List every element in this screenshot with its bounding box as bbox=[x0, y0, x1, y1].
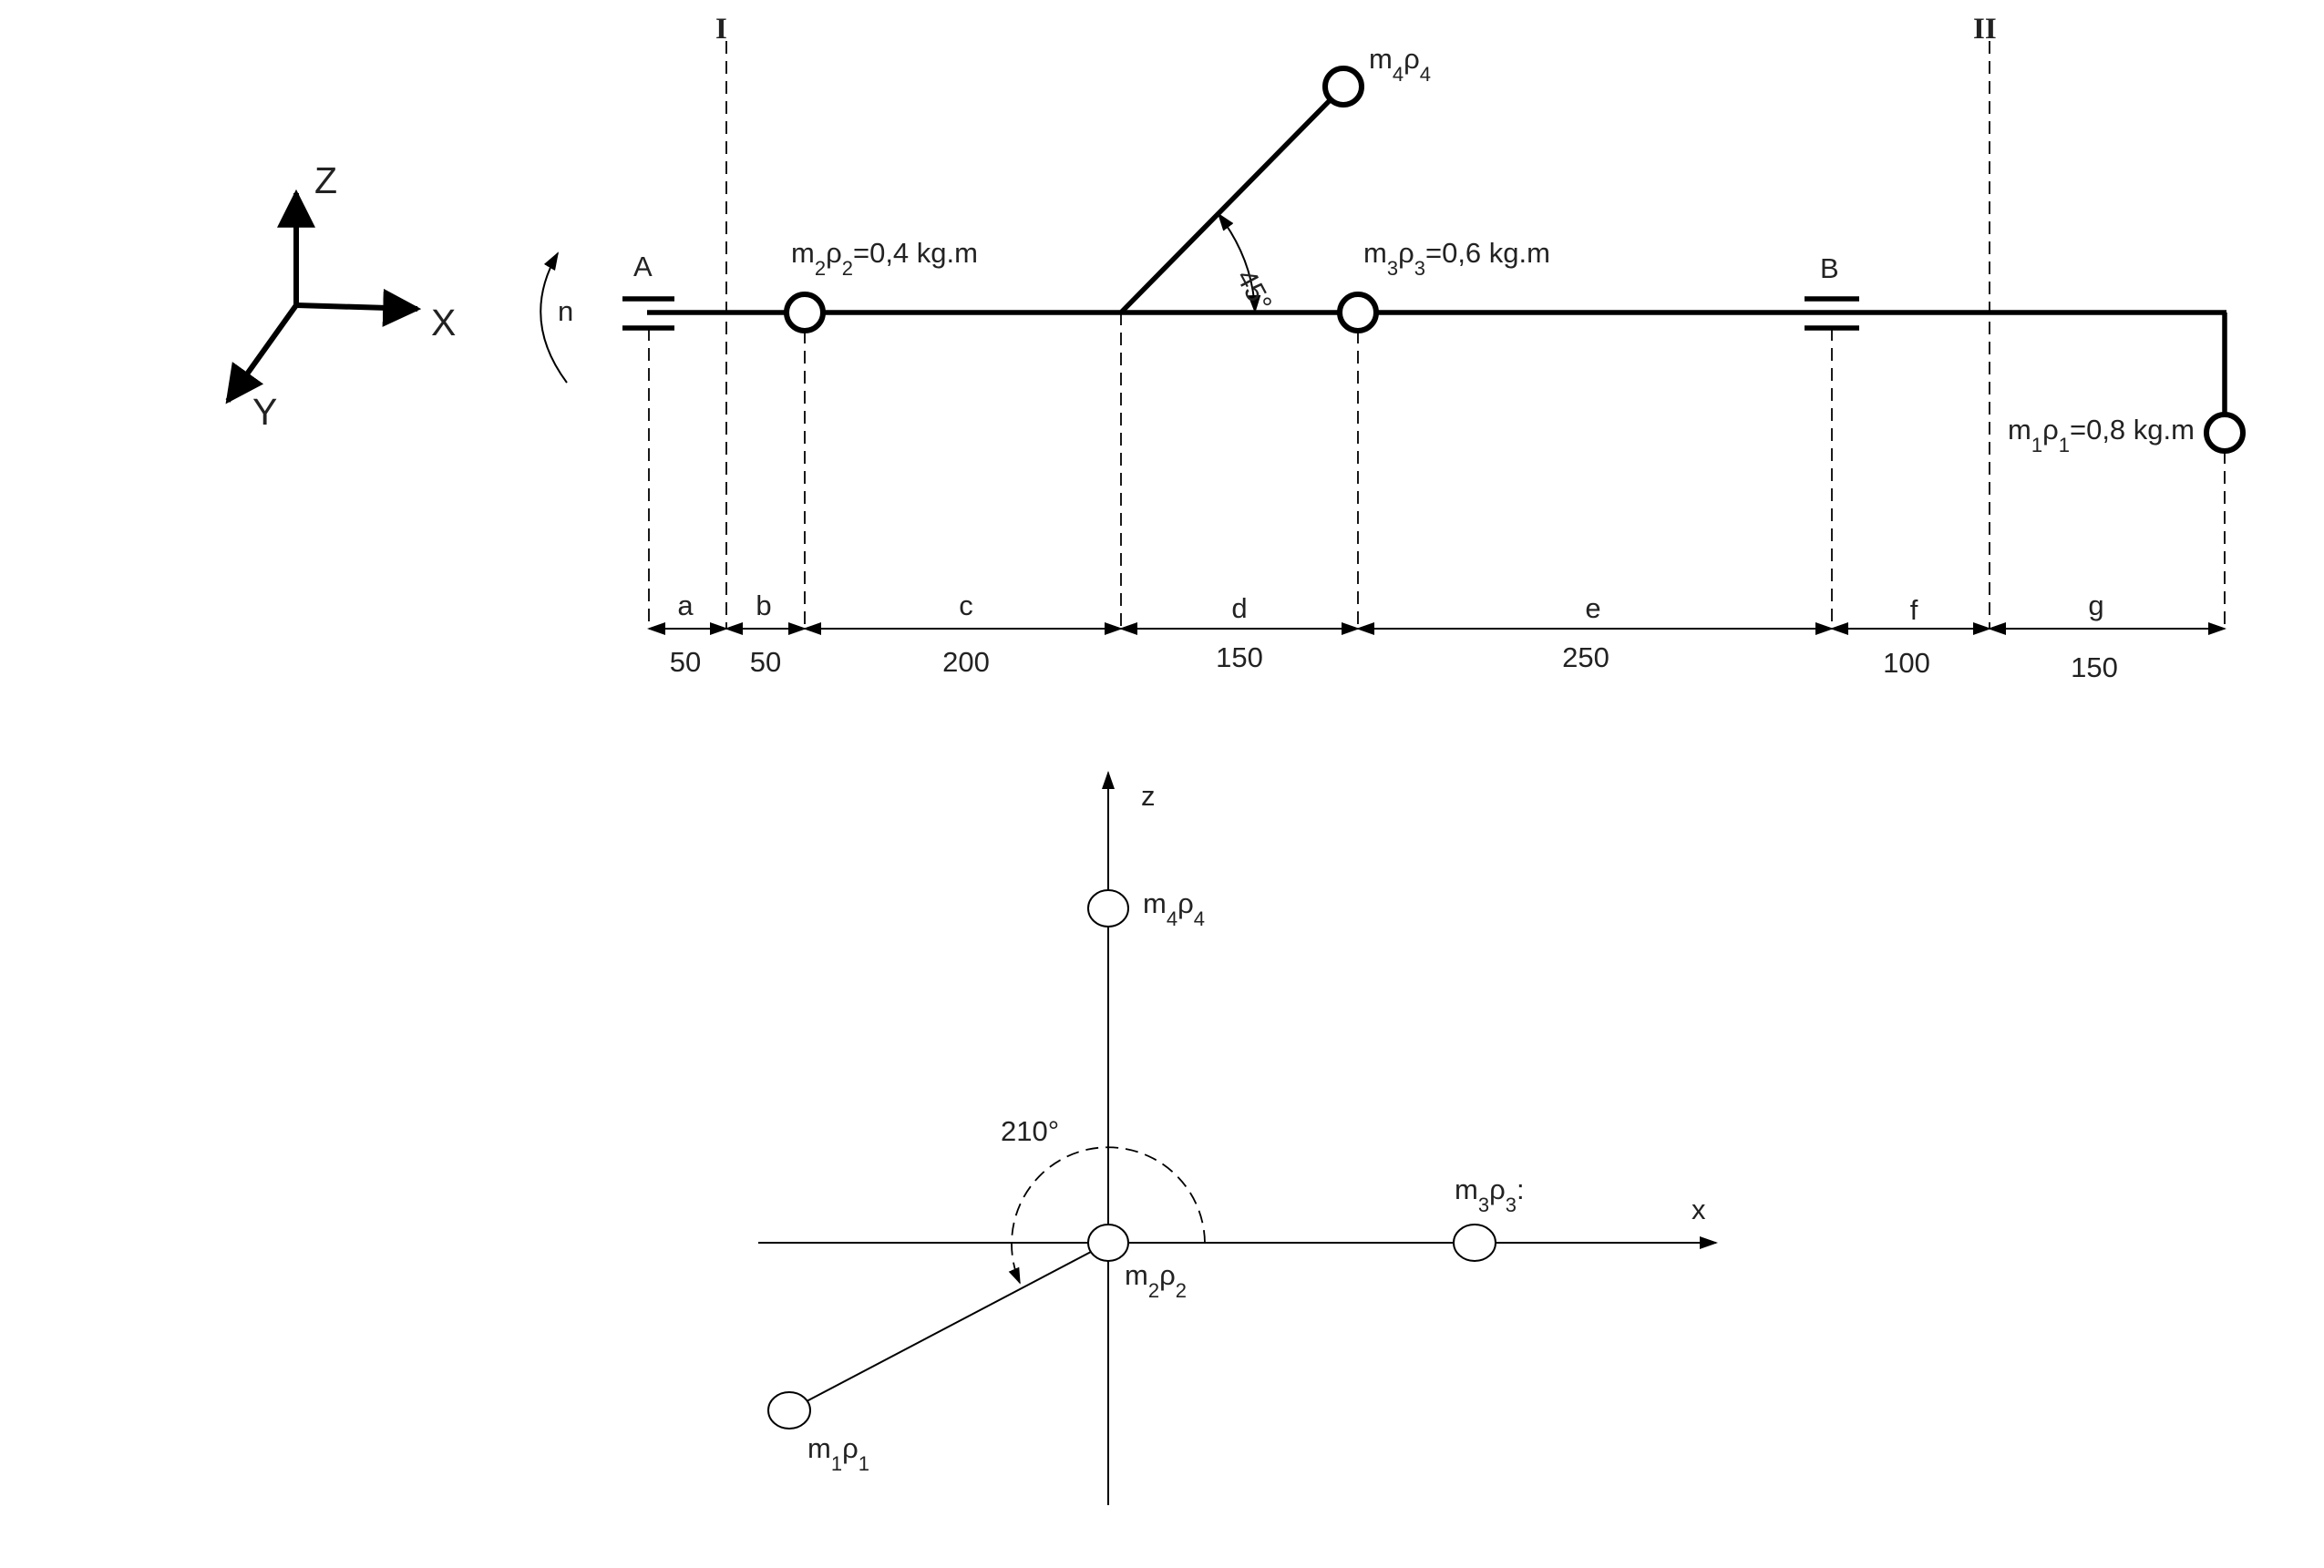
angle-45: 45° bbox=[1217, 212, 1279, 317]
angle-210-arc bbox=[1008, 1146, 1206, 1285]
bottom-mass-4 bbox=[1087, 889, 1129, 927]
bearing-B: B bbox=[1805, 252, 1859, 331]
bottom-mass-1 bbox=[767, 1391, 811, 1430]
plane-I: I bbox=[715, 13, 727, 629]
mass-3-label: m3ρ3=0,6 kg.m bbox=[1363, 237, 1550, 280]
shaft bbox=[647, 85, 2227, 415]
angular-position-diagram: z x 210° m4ρ4 m2ρ2 m3ρ3: m1ρ1 bbox=[758, 771, 1718, 1505]
bottom-mass-2 bbox=[1087, 1224, 1129, 1262]
bearing-B-label: B bbox=[1820, 252, 1839, 284]
angle-45-label: 45° bbox=[1230, 264, 1279, 317]
bottom-mass-3-label: m3ρ3: bbox=[1455, 1173, 1525, 1216]
angle-210-label: 210° bbox=[1001, 1115, 1059, 1147]
plane-I-label: I bbox=[715, 13, 727, 46]
plane-II: II bbox=[1973, 13, 1997, 629]
dim-a-letter: a bbox=[677, 589, 694, 621]
dim-d-letter: d bbox=[1231, 592, 1247, 624]
triad-x-label: X bbox=[431, 302, 456, 343]
angle-45-arc bbox=[1217, 212, 1261, 313]
dim-g-value: 150 bbox=[2071, 651, 2118, 683]
dim-c-letter: c bbox=[959, 589, 973, 621]
dim-e-letter: e bbox=[1585, 592, 1600, 624]
dim-b-value: 50 bbox=[750, 646, 781, 678]
mass-1-label: m1ρ1=0,8 kg.m bbox=[2008, 414, 2195, 456]
rotation-indicator: n bbox=[540, 251, 573, 384]
rotation-arrow-icon bbox=[540, 251, 568, 384]
mass-1: m1ρ1=0,8 kg.m bbox=[2008, 412, 2246, 456]
triad-z-label: Z bbox=[314, 159, 337, 201]
mass-2: m2ρ2=0,4 kg.m bbox=[784, 237, 978, 333]
triad-y-axis bbox=[225, 303, 299, 405]
dim-a-value: 50 bbox=[670, 646, 701, 678]
mass-3: m3ρ3=0,6 kg.m bbox=[1337, 237, 1550, 333]
bottom-z-label: z bbox=[1141, 780, 1156, 812]
mass-4-label: m4ρ4 bbox=[1369, 43, 1431, 86]
bottom-mass-2-label: m2ρ2 bbox=[1125, 1259, 1187, 1302]
mass-2-label: m2ρ2=0,4 kg.m bbox=[791, 237, 978, 280]
dimension-extension-lines bbox=[648, 313, 2226, 629]
bearing-A-label: A bbox=[633, 251, 653, 282]
dim-e-value: 250 bbox=[1562, 641, 1609, 673]
bottom-x-label: x bbox=[1692, 1194, 1706, 1225]
bearing-A: A bbox=[622, 251, 674, 331]
mass-4: m4ρ4 bbox=[1322, 43, 1431, 108]
plane-II-label: II bbox=[1973, 13, 1997, 46]
dim-c-value: 200 bbox=[942, 646, 990, 678]
dim-f-value: 100 bbox=[1883, 647, 1930, 679]
triad-x-axis bbox=[295, 288, 422, 327]
coordinate-triad: Z X Y bbox=[225, 159, 456, 433]
bottom-mass-4-label: m4ρ4 bbox=[1143, 887, 1205, 930]
rotation-label: n bbox=[558, 295, 573, 327]
dimension-chain: a b c d e f g 50 50 200 150 250 100 150 bbox=[647, 589, 2226, 683]
dim-f-letter: f bbox=[1910, 594, 1918, 626]
mass-1-radius-line bbox=[788, 1242, 1109, 1411]
bottom-mass-3 bbox=[1453, 1224, 1496, 1262]
dim-b-letter: b bbox=[756, 589, 771, 621]
dim-g-letter: g bbox=[2088, 589, 2103, 621]
mass-4-arm bbox=[1119, 85, 1345, 314]
triad-y-label: Y bbox=[252, 391, 277, 433]
bottom-mass-1-label: m1ρ1 bbox=[807, 1432, 869, 1475]
dim-d-value: 150 bbox=[1216, 641, 1263, 673]
